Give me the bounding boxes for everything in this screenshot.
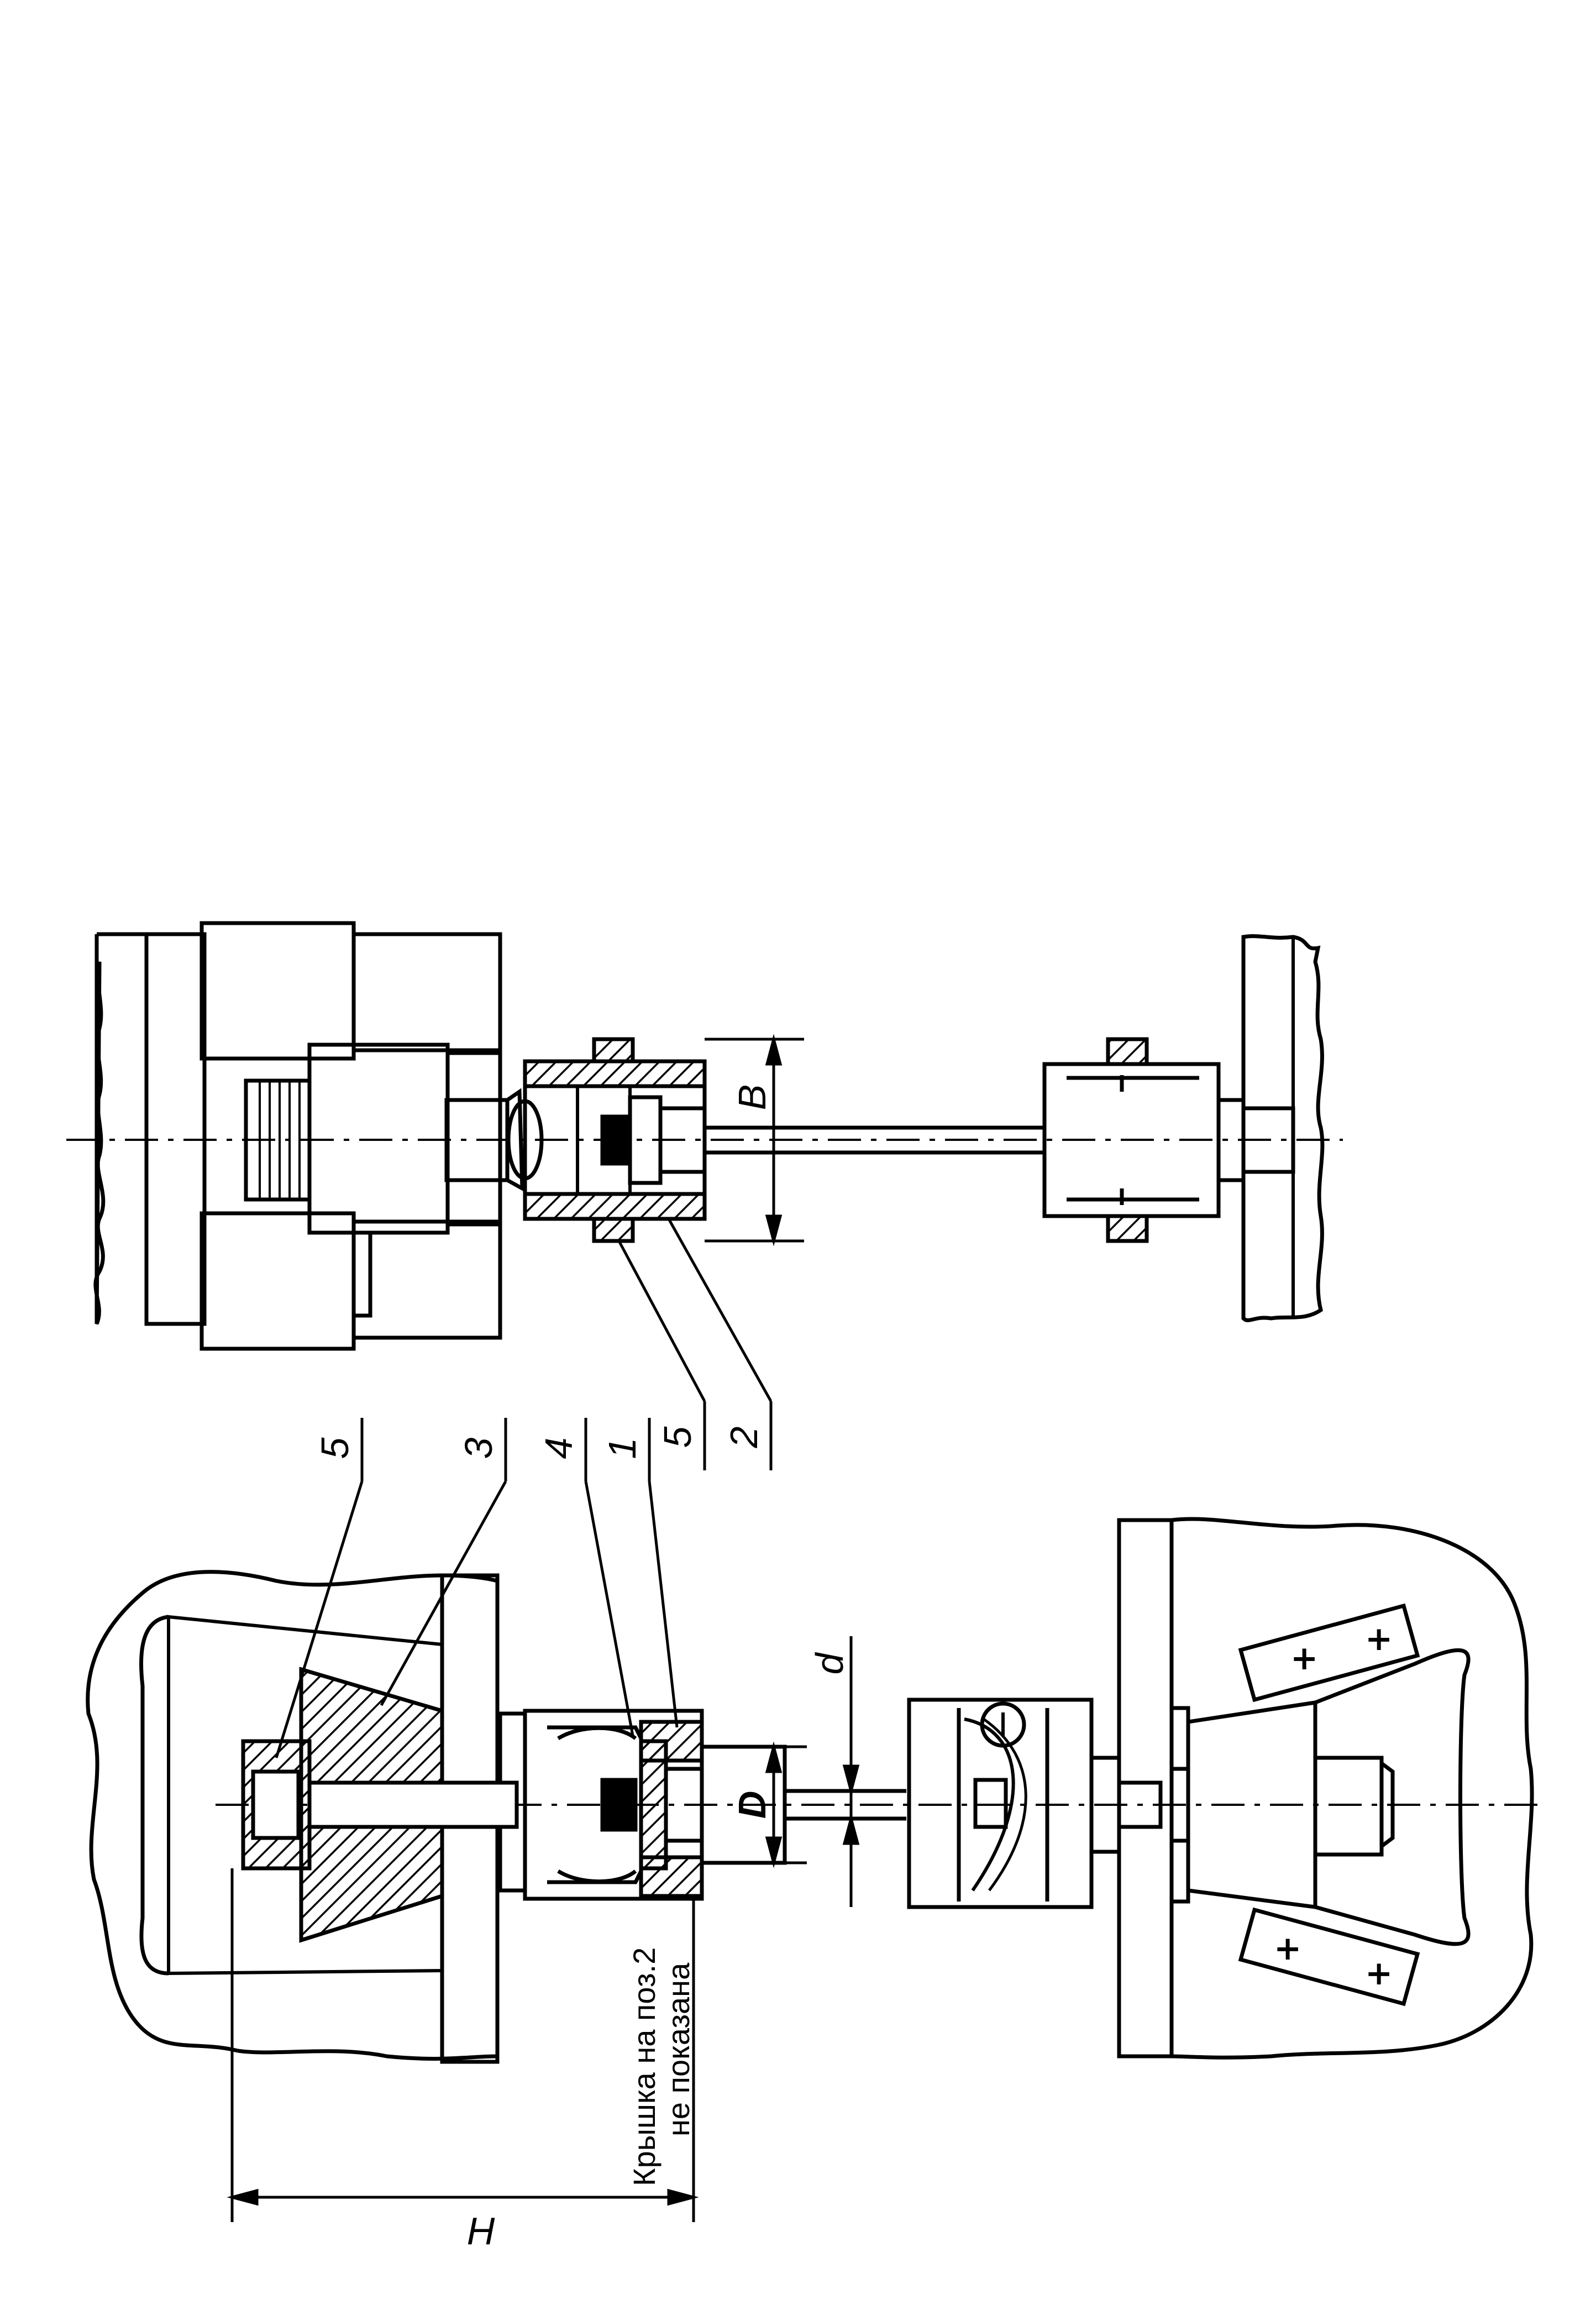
battery-bottom: + + [1238, 1907, 1420, 2007]
svg-text:+: + [1365, 1954, 1393, 1993]
side-shaft [700, 1745, 906, 1865]
battery-top: + + [1238, 1603, 1420, 1703]
side-left-wall [86, 1570, 498, 2053]
top-housing [523, 1037, 707, 1243]
side-housing [523, 1709, 704, 1901]
top-motor-block [93, 921, 510, 1351]
top-right-wall [1241, 934, 1325, 1322]
dimension-d [842, 1636, 860, 1907]
side-view: + + + + [86, 1517, 1547, 2222]
side-pos-4-label: 4 [537, 1438, 580, 1459]
side-label-1: 1 [601, 1438, 644, 1459]
side-pos-5-label: 5 [313, 1437, 356, 1459]
side-label-h: H [467, 2209, 495, 2253]
top-label-b: B [731, 1085, 774, 1111]
cover-note-line2: не показана [661, 1962, 696, 2136]
side-right-mount: + + + + [1117, 1517, 1534, 2060]
svg-text:+: + [1274, 1929, 1301, 1968]
dim-d-upper-label: D [731, 1791, 774, 1819]
top-coupling-neck [505, 1088, 524, 1192]
side-pos-3-label: 3 [457, 1437, 500, 1459]
cover-note-line1: Крышка на поз.2 [627, 1947, 662, 2186]
side-label-d: d [808, 1652, 851, 1674]
leader-lines [275, 1218, 773, 1758]
dimension-b [705, 1034, 804, 1246]
top-label-2: 2 [722, 1427, 765, 1449]
dim-b-label: B [731, 1085, 774, 1111]
dim-h-label: H [467, 2209, 495, 2253]
dimension-d-upper [757, 1741, 807, 1868]
gauge-icon [980, 1701, 1026, 1748]
side-label-4: 4 [537, 1438, 580, 1459]
top-view [66, 921, 1343, 1351]
top-pos-2-label: 2 [722, 1427, 765, 1449]
svg-text:+: + [1290, 1639, 1318, 1678]
side-label-d-upper: D [731, 1791, 774, 1819]
top-label-5: 5 [656, 1426, 699, 1448]
side-pos-1-label: 1 [601, 1438, 644, 1459]
side-label-3: 3 [457, 1437, 500, 1459]
gear-teeth [259, 1081, 301, 1199]
svg-text:+: + [1365, 1620, 1393, 1658]
top-pos-5-label: 5 [656, 1426, 699, 1448]
top-shaft [705, 1125, 1044, 1155]
dim-d-label: d [808, 1652, 851, 1674]
cover-note: Крышка на поз.2 не показана [627, 1947, 696, 2186]
side-label-5: 5 [313, 1437, 356, 1459]
dimension-h [227, 1868, 699, 2222]
